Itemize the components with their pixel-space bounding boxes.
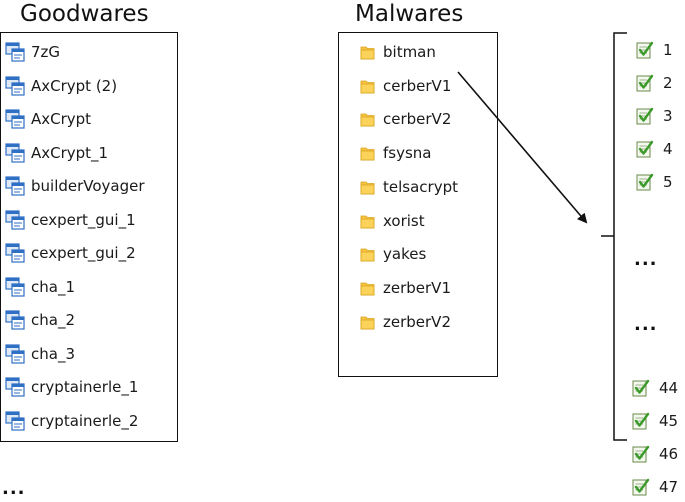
sample-number: 1 [663, 41, 673, 59]
goodwares-item-label: cha_2 [31, 311, 75, 329]
sample-item[interactable]: 44 [631, 375, 678, 401]
checked-document-icon [636, 140, 654, 158]
goodwares-item[interactable]: 7zG [5, 39, 60, 65]
goodwares-item-label: cha_1 [31, 277, 75, 296]
malwares-item-label: cerberV2 [383, 110, 452, 129]
sample-item[interactable]: 46 [631, 441, 678, 467]
goodwares-ellipsis: ... [2, 478, 26, 499]
sample-number: 46 [659, 445, 679, 463]
sample-item[interactable]: 47 [631, 474, 678, 500]
folder-icon [360, 147, 375, 161]
malwares-item[interactable]: zerberV2 [359, 309, 451, 335]
folder-icon [360, 80, 375, 94]
checked-document-icon [636, 107, 654, 125]
goodwares-item[interactable]: cha_1 [5, 274, 75, 300]
sample-item[interactable]: 3 [635, 103, 673, 129]
application-icon [5, 377, 25, 397]
samples-bracket [601, 32, 627, 441]
checked-document-icon [636, 74, 654, 92]
malwares-item[interactable]: cerberV2 [359, 106, 451, 132]
folder-icon [360, 215, 375, 228]
goodwares-item-label: AxCrypt (2) [31, 76, 118, 95]
sample-item[interactable]: 1 [635, 37, 673, 63]
application-icon [5, 176, 25, 196]
goodwares-item[interactable]: cryptainerle_1 [5, 374, 138, 400]
sample-number: 3 [663, 107, 673, 125]
application-icon [5, 343, 25, 364]
malwares-item[interactable]: zerberV1 [359, 275, 451, 301]
application-icon [5, 209, 25, 230]
folder-icon [360, 46, 375, 60]
goodwares-item-label: AxCrypt_1 [31, 143, 109, 162]
malwares-item-label: xorist [383, 211, 425, 230]
application-icon [5, 109, 25, 129]
checked-document-icon [636, 173, 654, 191]
samples-ellipsis-1: ... [634, 249, 658, 270]
goodwares-item[interactable]: cexpert_gui_2 [5, 240, 136, 266]
checked-document-icon [632, 445, 650, 463]
goodwares-item-label: cha_3 [31, 344, 75, 363]
malwares-title: Malwares [355, 1, 464, 27]
sample-number: 44 [659, 379, 679, 397]
malwares-item-label: bitman [383, 43, 436, 61]
goodwares-item-label: cryptainerle_2 [31, 411, 139, 430]
goodwares-item[interactable]: cha_2 [5, 307, 75, 333]
checked-document-icon [632, 412, 650, 430]
malwares-item-label: yakes [383, 245, 427, 264]
sample-number: 2 [663, 74, 673, 92]
malwares-item-label: zerberV1 [383, 278, 451, 297]
goodwares-item-label: cryptainerle_1 [31, 378, 139, 396]
goodwares-item[interactable]: cha_3 [5, 341, 75, 367]
folder-icon [360, 248, 375, 262]
malwares-item-label: telsacrypt [383, 177, 458, 196]
sample-item[interactable]: 45 [631, 408, 678, 434]
samples-ellipsis-2: ... [634, 314, 658, 335]
malwares-item[interactable]: fsysna [359, 140, 432, 166]
malwares-item[interactable]: yakes [359, 241, 426, 267]
malwares-item[interactable]: bitman [359, 39, 436, 65]
malwares-item[interactable]: telsacrypt [359, 174, 458, 200]
malwares-item[interactable]: cerberV1 [359, 73, 451, 99]
application-icon [5, 243, 25, 263]
checked-document-icon [636, 41, 654, 59]
goodwares-item[interactable]: builderVoyager [5, 173, 145, 199]
malwares-item-label: fsysna [383, 144, 432, 163]
malwares-item[interactable]: xorist [359, 208, 425, 234]
goodwares-item[interactable]: cryptainerle_2 [5, 408, 138, 434]
sample-number: 45 [659, 412, 679, 430]
goodwares-item[interactable]: AxCrypt (2) [5, 73, 117, 99]
folder-icon [360, 181, 375, 195]
checked-document-icon [632, 379, 650, 397]
application-icon [5, 142, 25, 163]
goodwares-item-label: AxCrypt [31, 110, 92, 128]
malwares-item-label: zerberV2 [383, 312, 451, 331]
sample-number: 47 [659, 478, 679, 496]
application-icon [5, 75, 25, 96]
folder-icon [360, 113, 375, 127]
goodwares-item-label: 7zG [31, 43, 61, 61]
sample-item[interactable]: 4 [635, 136, 673, 162]
sample-number: 4 [663, 140, 673, 158]
goodwares-item[interactable]: AxCrypt_1 [5, 140, 108, 166]
sample-number: 5 [663, 173, 673, 191]
goodwares-item-label: builderVoyager [31, 177, 145, 195]
application-icon [5, 42, 25, 62]
goodwares-item-label: cexpert_gui_1 [31, 210, 136, 229]
malwares-panel: bitman cerberV1 cerberV2 fsysna telsacrypt xo… [338, 32, 498, 377]
folder-icon [360, 282, 375, 296]
application-icon [5, 276, 25, 297]
sample-item[interactable]: 5 [635, 169, 673, 195]
goodwares-title: Goodwares [20, 1, 149, 27]
checked-document-icon [632, 478, 650, 496]
application-icon [5, 410, 25, 431]
application-icon [5, 310, 25, 330]
malwares-item-label: cerberV1 [383, 76, 452, 95]
goodwares-item[interactable]: AxCrypt [5, 106, 91, 132]
goodwares-item[interactable]: cexpert_gui_1 [5, 207, 136, 233]
sample-item[interactable]: 2 [635, 70, 673, 96]
goodwares-item-label: cexpert_gui_2 [31, 244, 136, 262]
folder-icon [360, 316, 375, 329]
